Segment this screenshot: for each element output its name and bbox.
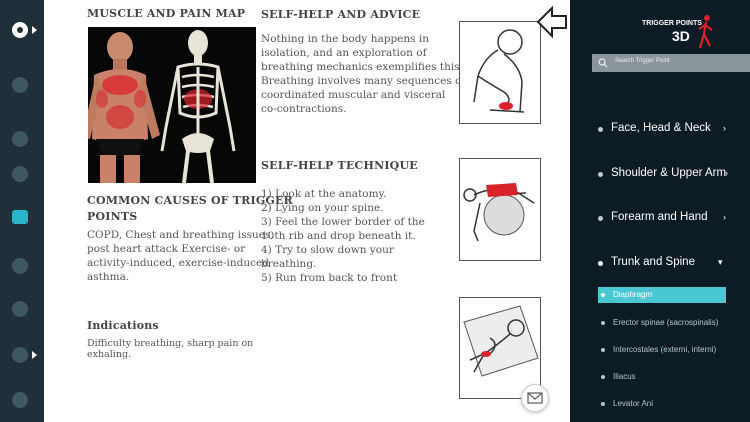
content-pane: MUSCLE AND PAIN MAP [44,0,570,422]
expand-arrow-icon[interactable] [32,26,37,34]
trigger-points-icon[interactable] [12,210,28,224]
muscle-item-iliacus[interactable]: Iliacus [598,369,726,385]
common-causes-title: COMMON CAUSES OF TRIGGER POINTS [87,194,293,223]
runner-icon [698,15,713,49]
power-icon[interactable] [12,392,28,408]
category-dot-icon [598,172,603,177]
back-arrow-icon [536,5,567,39]
common-causes-text: COPD, Chest and breathing issues, post h… [87,229,274,283]
favorites-icon[interactable] [12,166,28,182]
settings-icon[interactable] [12,347,28,363]
self-help-technique-steps: 1) Look at the anatomy. 2) Lying on your… [261,188,425,284]
indications-title: Indications [87,319,159,332]
search-nav-icon[interactable] [12,77,28,93]
profile-icon[interactable] [12,131,28,147]
self-help-advice-title: SELF-HELP AND ADVICE [261,8,421,21]
pain-map-figure [88,30,236,183]
muscle-pain-map-image [88,27,256,183]
logo-title: TRIGGER POINTS [642,20,702,27]
logo-3d: 3D [672,28,690,44]
help-icon[interactable] [12,301,28,317]
category-dot-icon [598,261,603,266]
search-icon [598,58,608,68]
category-dot-icon [598,127,603,132]
muscle-item-intercostales[interactable]: Intercostales (externi, interni) [598,342,726,358]
muscle-item-erector-spinae[interactable]: Erector spinae (sacrospinalis) [598,315,726,331]
category-dot-icon [598,216,603,221]
muscle-item-diaphragm[interactable]: Diaphragm [598,287,726,303]
info-icon[interactable] [12,258,28,274]
email-button[interactable] [521,384,549,412]
chevron-right-icon: › [725,168,728,178]
muscle-item-levator-ani[interactable]: Levator Ani [598,396,726,412]
self-help-illustration-2 [459,158,541,261]
search-placeholder: Search Trigger Point [615,58,670,64]
chevron-right-icon: › [723,212,726,222]
nav-rail [0,0,44,422]
app-logo: TRIGGER POINTS 3D [642,14,716,54]
chevron-down-icon: ▾ [718,257,723,267]
mail-icon [527,392,543,404]
settings-arrow-icon[interactable] [32,351,37,359]
home-icon[interactable] [12,22,28,38]
self-help-illustration-1 [459,21,541,124]
self-help-technique-title: SELF-HELP TECHNIQUE [261,159,418,172]
self-help-advice-text: Nothing in the body happens in isolation… [261,33,466,115]
self-help-illustration-3 [459,297,541,399]
search-input[interactable]: Search Trigger Point [592,54,750,72]
indications-text: Difficulty breathing, sharp pain on exha… [87,338,254,360]
muscle-pain-map-title: MUSCLE AND PAIN MAP [87,7,246,20]
chevron-right-icon: › [723,123,726,133]
back-button[interactable] [534,4,570,40]
